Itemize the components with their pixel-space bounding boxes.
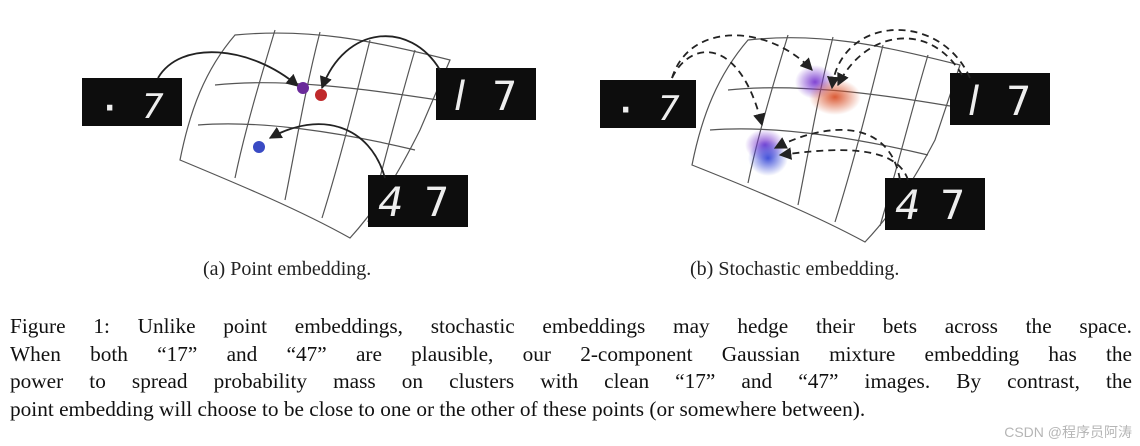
digit-image-dot-7: · 7 <box>82 78 182 127</box>
figure-caption: Figure 1: Unlike point embeddings, stoch… <box>10 313 1132 423</box>
embedding-arrows <box>671 29 971 181</box>
panel-b-caption: (b) Stochastic embedding. <box>690 258 900 280</box>
gaussian-blob-red <box>809 79 861 115</box>
watermark: CSDN @程序员阿涛 <box>1004 424 1132 440</box>
digit-glyph: 7 <box>1006 79 1031 125</box>
caption-line: Figure 1: Unlike point embeddings, stoch… <box>10 314 1132 338</box>
digit-glyph: 7 <box>424 180 449 226</box>
point-embedding-purple <box>297 82 309 94</box>
digit-glyph: 4 <box>895 183 920 229</box>
digit-image-17: l 7 <box>950 73 1050 125</box>
caption-line: point embedding will choose to be close … <box>10 396 866 421</box>
digit-glyph: · <box>620 93 631 128</box>
digit-glyph: 4 <box>378 180 403 226</box>
caption-line: power to spread probability mass on clus… <box>10 369 1132 393</box>
panel-a-diagram: · 7 l 7 4 7 <box>82 29 536 239</box>
digit-glyph: 7 <box>492 74 517 120</box>
digit-image-47: 4 7 <box>368 175 468 227</box>
digit-glyph: l <box>968 79 979 125</box>
digit-glyph: 7 <box>940 183 965 229</box>
digit-glyph: 7 <box>658 89 680 129</box>
panel-b-diagram: · 7 l 7 4 7 <box>600 29 1050 243</box>
digit-image-47: 4 7 <box>885 178 985 230</box>
gaussian-blob-blue <box>748 140 788 176</box>
point-embedding-red <box>315 89 327 101</box>
digit-image-17: l 7 <box>436 68 536 120</box>
digit-image-dot-7: · 7 <box>600 80 696 129</box>
caption-line: When both “17” and “47” are plausible, o… <box>10 341 1132 366</box>
embedding-arrows <box>157 35 441 179</box>
digit-glyph: · <box>104 91 115 126</box>
point-embedding-blue <box>253 141 265 153</box>
digit-glyph: l <box>454 74 465 120</box>
panel-a-caption: (a) Point embedding. <box>203 258 372 280</box>
figure-1: · 7 l 7 4 7 <box>82 29 1050 280</box>
digit-glyph: 7 <box>142 87 164 127</box>
